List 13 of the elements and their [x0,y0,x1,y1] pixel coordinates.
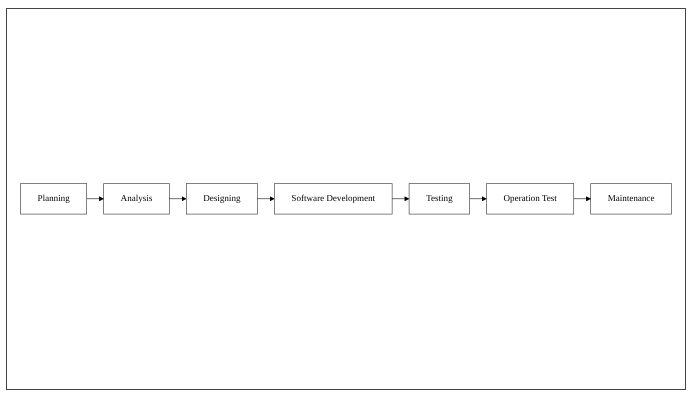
arrow [257,196,275,202]
node-box: Planning [20,183,87,215]
arrow [86,196,104,202]
arrow [392,196,410,202]
node-box: Software Development [274,183,392,215]
arrow [169,196,187,202]
node-box: Maintenance [590,183,672,215]
node-box: Analysis [103,183,170,215]
node-box: Designing [186,183,258,215]
arrow [573,196,591,202]
arrow [469,196,487,202]
node-box: Testing [408,183,470,215]
node-box: Operation Test [486,183,574,215]
